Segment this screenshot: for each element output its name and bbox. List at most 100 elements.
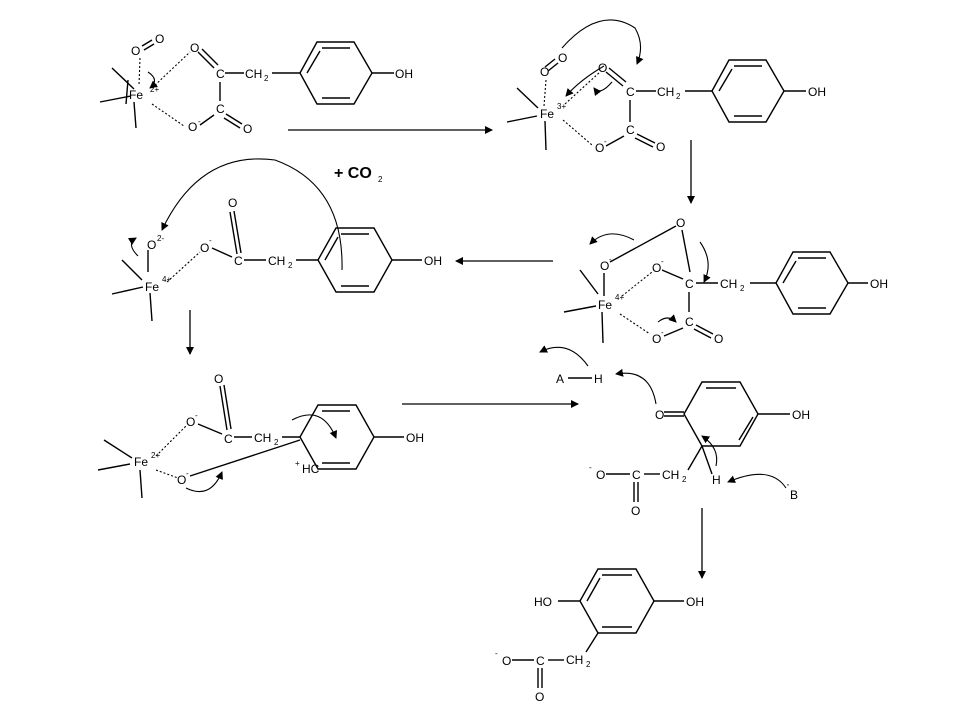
carbon-dioxide-release-label: + CO 2 (334, 165, 383, 184)
hydroxyl-group: OH (792, 408, 810, 422)
fe-charge: 4+ (162, 275, 171, 284)
electron-push-arrow (291, 414, 338, 439)
oxygen-atom: O (131, 44, 140, 58)
structure-fe4-oxo-complex: Fe 4+ O 2- O - C O CH 2 OH (111, 158, 442, 322)
general-acid: A H (539, 345, 657, 405)
fe-charge: 3+ (557, 102, 566, 111)
co2-label: + CO (334, 165, 372, 182)
structure-homogentisate-product: HO OH CH 2 C O - O (495, 568, 704, 704)
ch2-group: CH (268, 254, 285, 268)
electron-push-arrow (127, 237, 139, 257)
acid-h-label: H (594, 372, 603, 386)
svg-text:-: - (198, 117, 201, 126)
base-dot: · (786, 477, 790, 491)
hydroxyl-group: OH (686, 595, 704, 609)
electron-push-arrow (593, 81, 613, 96)
carbon-atom: C (626, 85, 635, 99)
svg-text:2: 2 (682, 475, 687, 484)
electron-push-arrow (161, 158, 343, 271)
carbon-atom: C (216, 67, 225, 81)
svg-text:2-: 2- (157, 234, 164, 243)
electron-push-arrow (561, 19, 644, 65)
svg-text:-: - (661, 328, 664, 337)
fe-atom: Fe (145, 280, 159, 294)
svg-text:-: - (195, 411, 198, 420)
general-base: · B (727, 473, 798, 502)
oxygen-atom: O (155, 32, 164, 46)
fe-atom: Fe (129, 88, 143, 102)
oxygen-atom: O (190, 41, 199, 55)
structure-fe4-peroxide-intermediate: Fe 4+ O - O O - C CH 2 C O - O OH (563, 216, 888, 346)
oxygen-atom: O (502, 654, 511, 668)
svg-text:2: 2 (378, 175, 383, 184)
oxygen-atom: O (655, 408, 664, 422)
electron-push-arrow (565, 65, 605, 97)
base-b-label: B (790, 488, 798, 502)
svg-text:2: 2 (740, 284, 745, 293)
electron-push-arrow (701, 435, 718, 467)
carbocation-group: HC (302, 462, 320, 476)
oxygen-atom: O (200, 241, 209, 255)
electron-push-arrow (657, 314, 677, 323)
electron-push-arrow (147, 71, 158, 89)
carbon-atom: C (234, 254, 243, 268)
electron-push-arrow (539, 345, 589, 367)
oxygen-atom: O (186, 415, 195, 429)
oxygen-atom: O (177, 473, 186, 487)
oxygen-atom: O (595, 141, 604, 155)
hydroxyl-group: OH (395, 67, 413, 81)
oxygen-atom: O (714, 332, 723, 346)
oxygen-atom: O (243, 122, 252, 136)
oxygen-atom: O (188, 120, 197, 134)
carbon-atom: C (536, 654, 545, 668)
hydroxyl-group: OH (870, 277, 888, 291)
oxygen-atom: O (652, 332, 661, 346)
svg-text:-: - (604, 137, 607, 146)
carbon-atom: C (685, 277, 694, 291)
structure-fe3-superoxo-complex: Fe 3+ O O O C CH 2 C O - O OH (506, 19, 826, 155)
svg-text:-: - (589, 463, 592, 472)
hydroxyl-group: OH (424, 254, 442, 268)
svg-text:2: 2 (264, 74, 269, 83)
oxygen-atom: O (598, 61, 607, 75)
ch2-group: CH (657, 85, 674, 99)
structure-fe2-dioxygen-complex: Fe 2+ O O O C CH 2 C O - O OH (99, 32, 413, 136)
svg-text:2: 2 (586, 660, 591, 669)
ch2-group: CH (566, 653, 583, 667)
svg-text:2: 2 (288, 261, 293, 270)
carbon-atom: C (632, 468, 641, 482)
carbon-atom: C (685, 315, 694, 329)
structure-cyclohexadienone-intermediate: O OH H CH 2 C O - O (589, 381, 810, 518)
electron-push-arrow (589, 233, 635, 245)
oxygen-atom: O (540, 65, 549, 79)
fe-charge: 4+ (615, 293, 624, 302)
oxygen-atom: O (214, 372, 223, 386)
ch2-group: CH (245, 67, 262, 81)
oxygen-atom: O (558, 51, 567, 65)
oxygen-atom: O (676, 216, 685, 230)
carbon-atom: C (626, 123, 635, 137)
structure-fe2-arenium-intermediate: Fe 2+ O - C O CH 2 O - OH + HC (97, 372, 424, 499)
fe-atom: Fe (540, 107, 554, 121)
oxygen-atom: O (147, 238, 156, 252)
oxygen-atom: O (652, 261, 661, 275)
oxygen-atom: O (600, 259, 609, 273)
ch2-group: CH (720, 277, 737, 291)
oxygen-atom: O (631, 504, 640, 518)
ch2-group: CH (254, 431, 271, 445)
svg-text:2: 2 (676, 92, 681, 101)
hydroxyl-group: OH (406, 431, 424, 445)
hydroxyl-group: OH (808, 85, 826, 99)
svg-text:-: - (186, 469, 189, 478)
electron-push-arrow (185, 471, 223, 493)
carbon-atom: C (224, 432, 233, 446)
oxygen-atom: O (656, 140, 665, 154)
carbon-atom: C (216, 102, 225, 116)
svg-text:-: - (209, 236, 212, 245)
oxygen-atom: O (228, 196, 237, 210)
hydroxyl-group: HO (534, 595, 552, 609)
fe-atom: Fe (134, 455, 148, 469)
ch2-group: CH (662, 468, 679, 482)
oxygen-atom: O (535, 690, 544, 704)
svg-text:+: + (295, 459, 300, 468)
